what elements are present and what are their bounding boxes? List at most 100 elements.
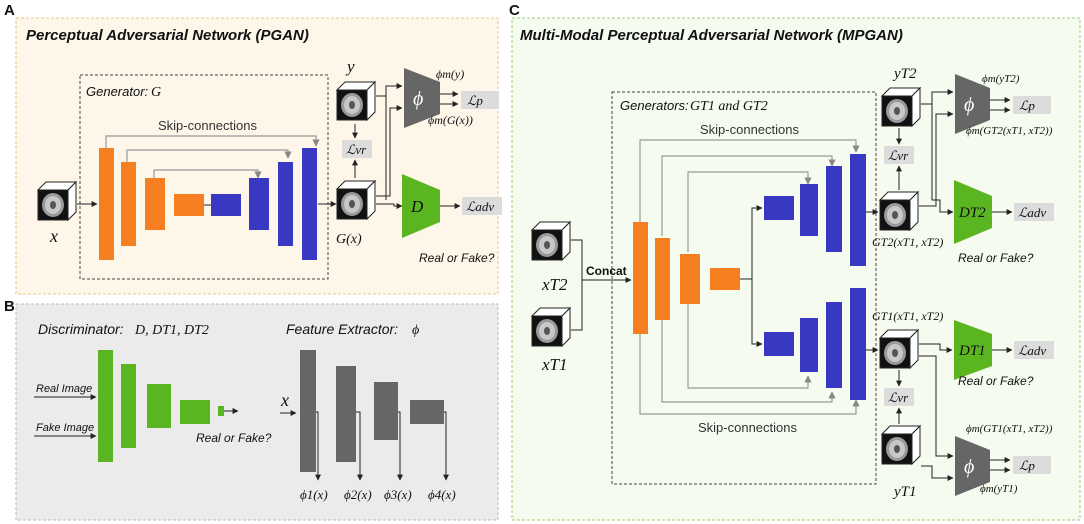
feature-block-2 <box>336 366 356 462</box>
input-label-x: x <box>49 226 58 246</box>
loss-p-c-bottom: ℒp <box>1019 458 1035 473</box>
arrow-yt2-to-phi <box>921 89 954 105</box>
panel-c-letter: C <box>509 2 520 19</box>
encoder-block-3 <box>145 178 165 230</box>
generator-symbol: G <box>151 85 161 100</box>
arrow-gt1-to-dt1 <box>919 343 953 353</box>
output-label-gt1: GT1(xT1, xT2) <box>872 309 943 323</box>
skip-connections-a <box>105 135 320 179</box>
phi-gt2-label: ϕm(GT2(xT1, xT2)) <box>966 125 1053 137</box>
discriminator-d-a <box>402 174 440 238</box>
real-or-fake-c-top: Real or Fake? <box>958 251 1034 265</box>
output-label-gx: G(x) <box>336 232 362 247</box>
disc-block-2 <box>121 364 136 448</box>
feature-block-1 <box>300 350 316 472</box>
feature-output-arrows <box>315 411 449 481</box>
dt1-symbol: DT1 <box>958 343 986 359</box>
loss-p-c-top: ℒp <box>1019 98 1035 113</box>
arrow-gx-to-phi <box>376 105 403 197</box>
target-label-yt2: yT2 <box>892 66 917 82</box>
loss-adv-c-top: ℒadv <box>1018 205 1046 220</box>
target-label-yt1: yT1 <box>892 484 917 500</box>
skip-label-c-bottom: Skip-connections <box>698 420 797 435</box>
encoder-block-2 <box>121 162 136 246</box>
target-image-yt2 <box>880 86 922 128</box>
target-image-yt1 <box>880 424 922 466</box>
phi-gt1-label: ϕm(GT1(xT1, xT2)) <box>966 423 1053 435</box>
input-label-xt1: xT1 <box>541 355 568 374</box>
loss-adv-box-c-top <box>1014 203 1054 221</box>
skip-connections-c-bottom <box>639 302 860 415</box>
generator-label: Generator: <box>86 84 149 99</box>
phi-symbol-c-bottom: ϕ <box>964 456 974 478</box>
loss-p-box-c-bottom <box>1013 456 1051 474</box>
loss-vr-a: ℒvr <box>346 142 367 157</box>
arrow-gt2-to-phi <box>919 111 954 207</box>
c-encoder-block-3 <box>680 254 700 304</box>
panel-a-letter: A <box>4 2 15 19</box>
t1-decoder-block-1 <box>764 332 794 356</box>
discriminator-title: Discriminator: <box>38 321 124 337</box>
skip-label-a: Skip-connections <box>158 118 257 133</box>
c-encoder-block-2 <box>655 238 670 320</box>
arrow-to-dt2 <box>931 104 954 215</box>
t1-decoder-block-4 <box>850 288 866 400</box>
decoder-block-4 <box>302 148 317 260</box>
t2-decoder-block-3 <box>826 166 842 252</box>
phi-1-output: ϕ1(x) <box>300 487 328 502</box>
t2-decoder-block-4 <box>850 154 866 266</box>
loss-p-box-c-top <box>1013 96 1051 114</box>
input-label-xt2: xT2 <box>541 275 568 294</box>
disc-block-5 <box>218 406 224 416</box>
output-label-gt2: GT2(xT1, xT2) <box>872 235 943 249</box>
loss-adv-box-a <box>462 197 502 215</box>
phi-4-output: ϕ4(x) <box>428 487 456 502</box>
phi-symbol-a: ϕ <box>413 88 423 110</box>
generators-label: Generators: <box>620 98 689 113</box>
target-image-y <box>335 80 377 122</box>
panel-a-background <box>15 17 499 295</box>
arrow-gt1-to-phi <box>919 355 954 459</box>
c-bottleneck-block <box>710 268 740 290</box>
disc-block-4 <box>180 400 210 424</box>
discriminator-symbols: D, DT1, DT2 <box>134 323 209 338</box>
phi-y-label: ϕm(y) <box>436 67 464 81</box>
loss-vr-box-a <box>342 140 372 158</box>
c-encoder-block-1 <box>633 222 648 334</box>
disc-block-1 <box>98 350 113 462</box>
dt2-symbol: DT2 <box>958 205 986 221</box>
feature-block-3 <box>374 382 398 440</box>
feature-extractor-title: Feature Extractor: <box>286 321 398 337</box>
disc-block-3 <box>147 384 171 428</box>
output-image-gt2 <box>878 190 920 232</box>
feature-symbol: ϕ <box>412 323 419 338</box>
phi-yt1-label: ϕm(yT1) <box>980 483 1018 495</box>
real-or-fake-c-bottom: Real or Fake? <box>958 374 1034 388</box>
loss-vr-c-top: ℒvr <box>888 148 909 163</box>
input-image-x <box>36 180 78 222</box>
decoder-block-3 <box>278 162 293 246</box>
real-or-fake-b: Real or Fake? <box>196 431 272 445</box>
input-image-xt1 <box>530 306 572 348</box>
target-label-y: y <box>345 57 355 76</box>
phi-symbol-c-top: ϕ <box>964 94 974 116</box>
phi-gx-label: ϕm(G(x)) <box>428 113 473 127</box>
phi-2-output: ϕ2(x) <box>344 487 372 502</box>
t1-decoder-block-3 <box>826 302 842 388</box>
panel-a-title: Perceptual Adversarial Network (PGAN) <box>26 27 309 44</box>
real-image-label: Real Image <box>36 383 92 395</box>
output-image-gt1 <box>878 328 920 370</box>
discriminator-dt1 <box>954 320 992 380</box>
phi-extractor-c-top <box>955 74 990 134</box>
discriminator-dt2 <box>954 180 992 244</box>
phi-extractor-a <box>404 68 440 128</box>
generators-symbols: GT1 and GT2 <box>690 99 768 114</box>
generators-box <box>611 91 877 485</box>
arrow-y-to-phi <box>376 83 403 97</box>
loss-vr-box-c-bottom <box>884 388 914 406</box>
arrow-bottleneck-to-t1 <box>751 279 763 347</box>
loss-p-box-a <box>461 91 499 109</box>
concat-label: Concat <box>586 264 627 278</box>
feature-block-4 <box>410 400 444 424</box>
loss-adv-c-bottom: ℒadv <box>1018 343 1046 358</box>
